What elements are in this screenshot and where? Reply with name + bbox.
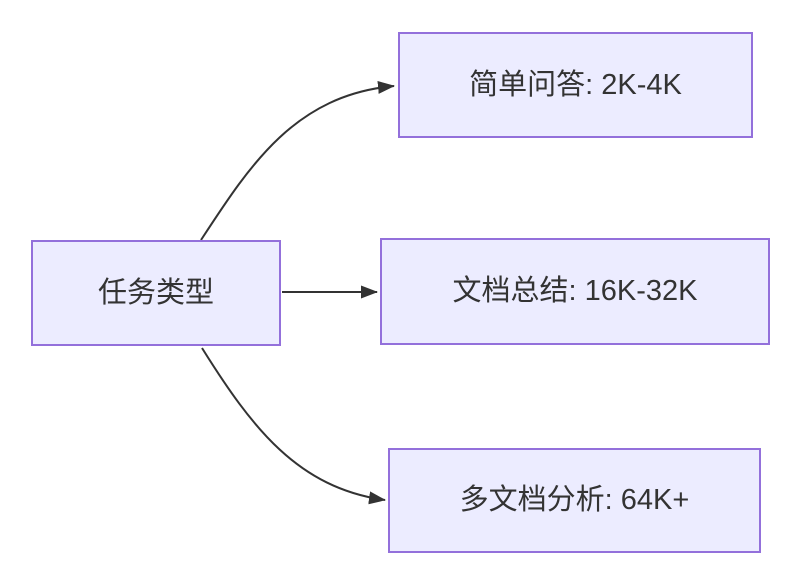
node-multi-doc-label: 多文档分析: 64K+ [459,484,690,517]
node-simple-qa-label: 简单问答: 2K-4K [469,68,682,101]
edge-root-to-simple-qa [200,80,395,241]
edge-root-to-multi-doc [201,347,386,505]
node-task-type-label: 任务类型 [97,276,214,309]
node-multi-doc: 多文档分析: 64K+ [388,448,761,553]
node-doc-summary-label: 文档总结: 16K-32K [452,275,698,308]
node-doc-summary: 文档总结: 16K-32K [380,238,770,345]
node-simple-qa: 简单问答: 2K-4K [398,32,753,138]
node-task-type: 任务类型 [31,240,281,346]
